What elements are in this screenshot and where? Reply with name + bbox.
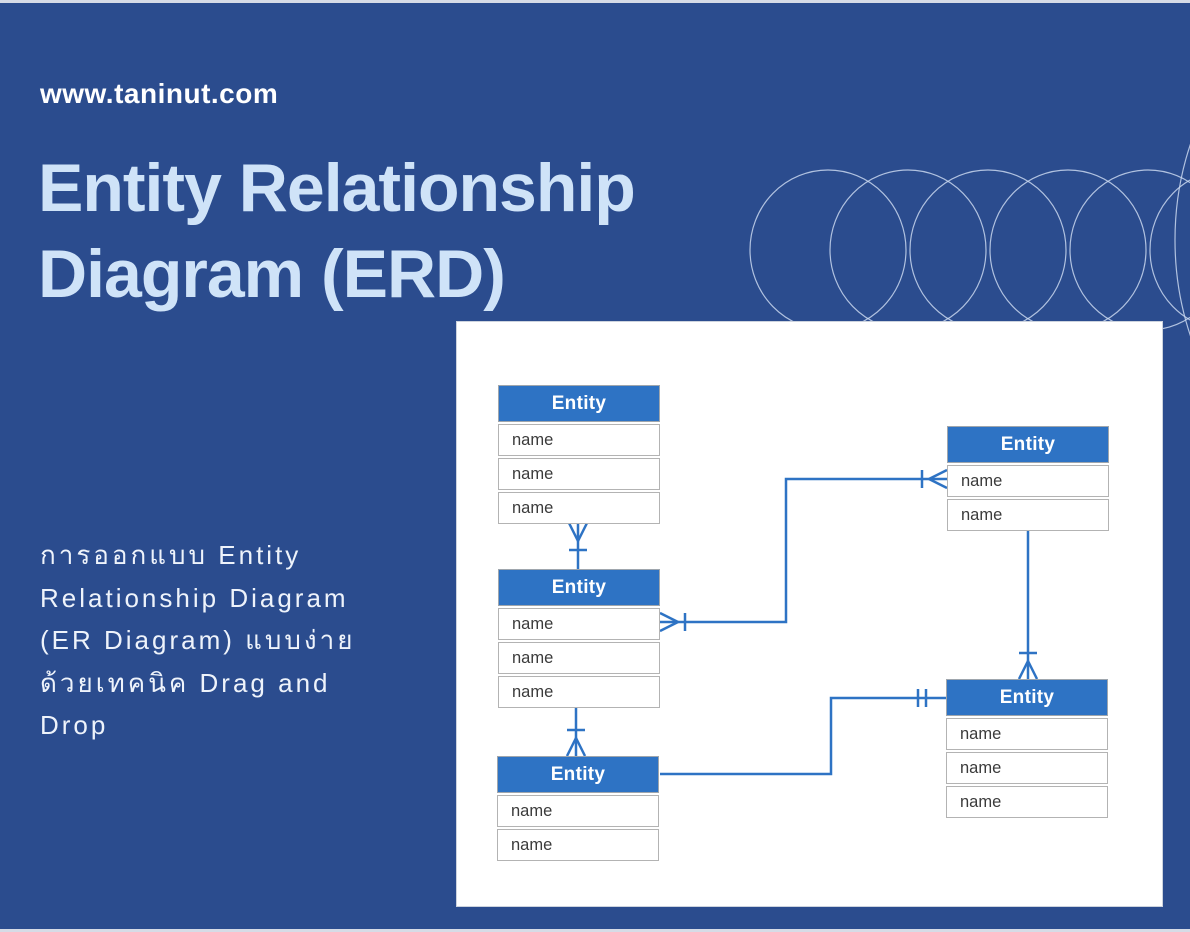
entity-attribute: name (498, 492, 660, 524)
title-line-1: Entity Relationship (38, 150, 636, 226)
description-line: Drop (40, 710, 109, 740)
entity-attribute: name (498, 458, 660, 490)
entity-attribute: name (497, 795, 659, 827)
description-line: Relationship Diagram (40, 582, 349, 613)
entity-attribute: name (947, 465, 1109, 497)
entity-attribute: name (947, 499, 1109, 531)
erd-canvas: Entity name name name Entity name name n… (456, 321, 1163, 907)
relationship-connectors (565, 468, 1039, 776)
connector-middleleft-to-topright (659, 468, 948, 633)
entity-table-middle-left: Entity name name name (498, 569, 660, 708)
entity-table-top-left: Entity name name name (498, 385, 660, 524)
title-line-2: Diagram (ERD) (38, 235, 506, 312)
page-title: Entity Relationship Diagram (ERD) (38, 146, 636, 317)
entity-attribute: name (946, 718, 1108, 750)
entity-attribute: name (946, 786, 1108, 818)
entity-header: Entity (947, 426, 1109, 463)
entity-table-top-right: Entity name name (947, 426, 1109, 531)
website-url: www.taninut.com (40, 78, 279, 109)
entity-attribute: name (498, 642, 660, 674)
entity-header: Entity (497, 756, 659, 793)
connector-topright-to-bottomright (1017, 528, 1039, 680)
top-edge-strip (0, 0, 1190, 3)
connector-topleft-to-middleleft (567, 522, 589, 569)
entity-header: Entity (498, 385, 660, 422)
description-line: ด้วยเทคนิค Drag and (40, 667, 331, 698)
description-text: การออกแบบ Entity Relationship Diagram (E… (40, 534, 355, 747)
entity-header: Entity (946, 679, 1108, 716)
description-line: การออกแบบ Entity (40, 540, 302, 570)
entity-header: Entity (498, 569, 660, 606)
entity-attribute: name (498, 608, 660, 640)
connector-bottomleft-to-bottomright (660, 689, 946, 776)
bottom-edge-strip (0, 929, 1190, 932)
entity-attribute: name (497, 829, 659, 861)
connector-middleleft-to-bottomleft (565, 706, 587, 757)
description-line: (ER Diagram) แบบง่าย (40, 625, 356, 655)
entity-attribute: name (498, 424, 660, 456)
entity-attribute: name (498, 676, 660, 708)
entity-table-bottom-right: Entity name name name (946, 679, 1108, 818)
entity-table-bottom-left: Entity name name (497, 756, 659, 861)
entity-attribute: name (946, 752, 1108, 784)
